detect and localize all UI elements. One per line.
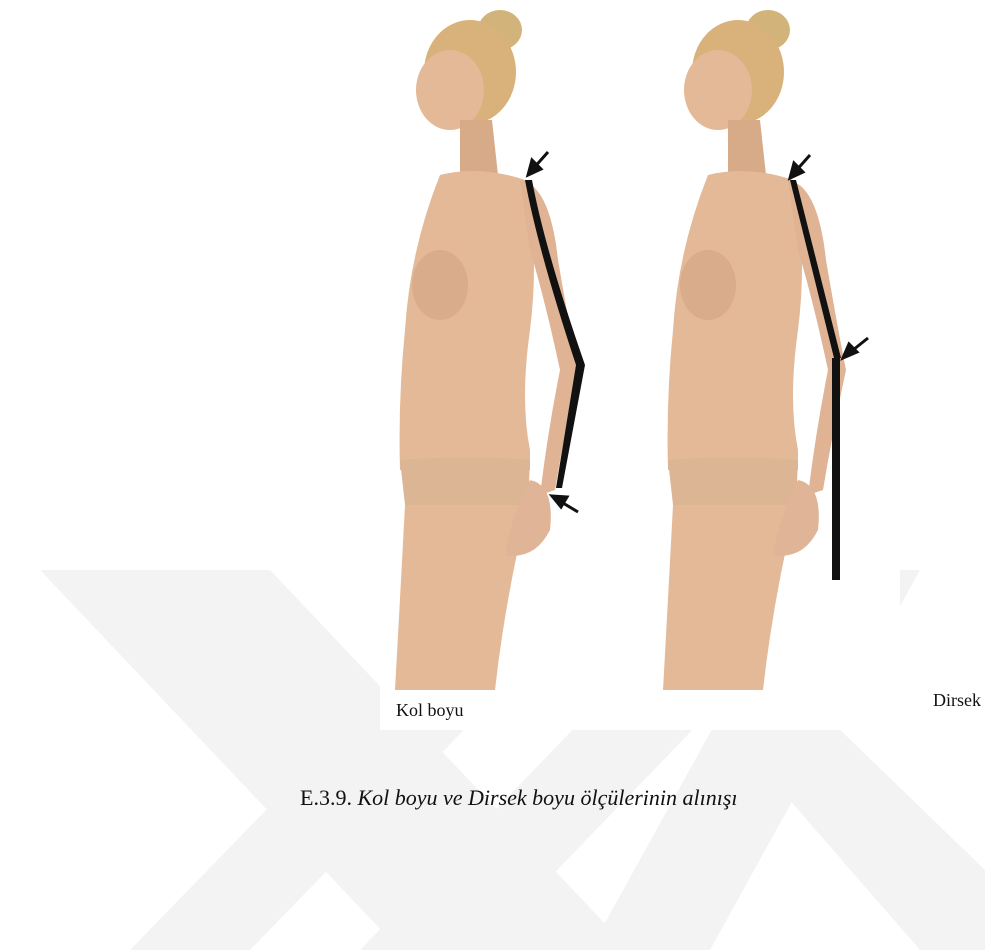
- figure-panel-kol-boyu: Kol boyu: [380, 0, 640, 690]
- figure-label-kol-boyu: Kol boyu: [396, 700, 464, 721]
- figure-label-dirsek-boyu: Dirsek boyu: [933, 690, 985, 711]
- woman-figure-right: [648, 0, 900, 690]
- measuring-tape-icon: [832, 358, 840, 580]
- figure-panel-dirsek-boyu: Dirsek boyu: [648, 0, 908, 690]
- figure-caption: E.3.9. Kol boyu ve Dirsek boyu ölçülerin…: [300, 785, 738, 811]
- woman-figure-left: [380, 0, 640, 690]
- caption-number: E.3.9.: [300, 785, 352, 810]
- caption-title: Kol boyu ve Dirsek boyu ölçülerinin alın…: [357, 785, 737, 810]
- figure: Kol boyu: [380, 0, 900, 730]
